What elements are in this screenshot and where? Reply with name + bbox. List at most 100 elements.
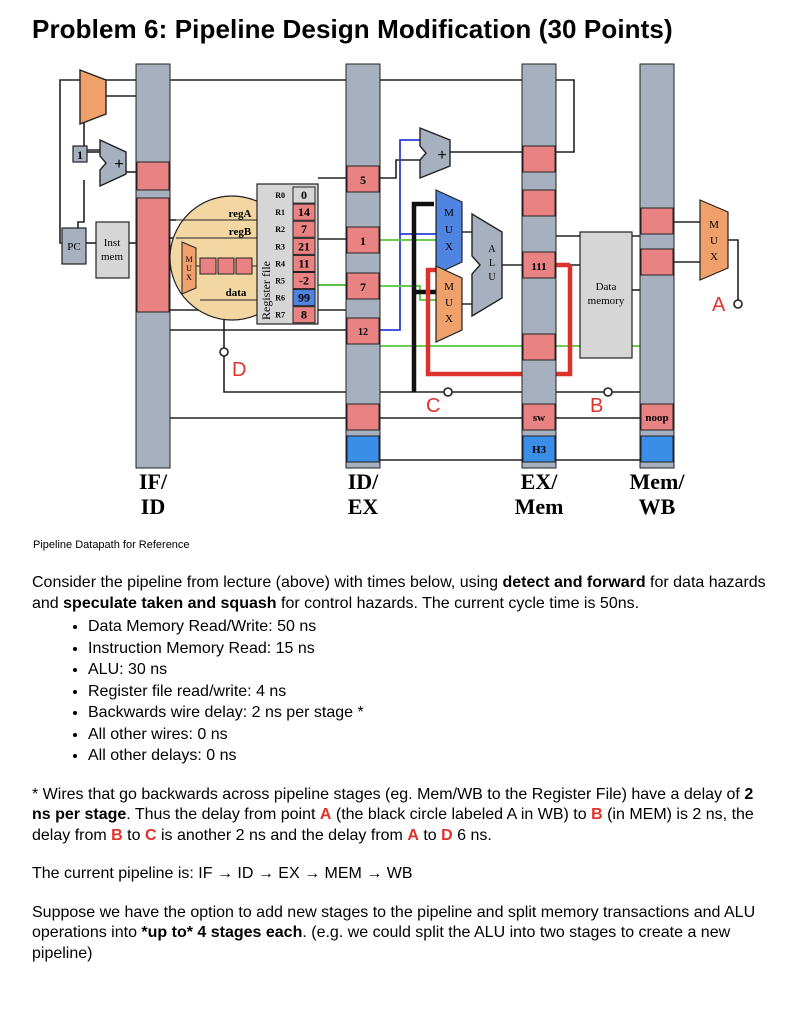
footnote-text: to (122, 826, 145, 844)
register-name: R2 (275, 225, 285, 234)
footnote-point-b: B (591, 806, 603, 823)
svg-text:U: U (710, 235, 718, 247)
const-one-label: 1 (77, 148, 83, 162)
ex-mem-label-2: Mem (515, 494, 564, 519)
footnote-point-b: B (111, 826, 123, 844)
footnote-text: (in MEM) is 2 ns, the delay from (32, 806, 754, 844)
id-ex-value-3: 12 (358, 327, 368, 338)
timing-list: Data Memory Read/Write: 50 ns Instructio… (32, 616, 772, 767)
footnote-text: . Thus the delay from point (126, 806, 320, 823)
ex-mem-op-cell (522, 403, 556, 431)
footnote-point-a: A (407, 826, 419, 844)
regfile-mux-label: M (185, 255, 192, 264)
regfile-write-cell-3 (235, 257, 253, 275)
footnote-point-d: D (441, 826, 453, 844)
timing-item: Data Memory Read/Write: 50 ns (88, 616, 772, 638)
ex-mem-label-1: EX/ (521, 469, 559, 494)
svg-text:A: A (488, 244, 496, 255)
timing-item: Backwards wire delay: 2 ns per stage * (88, 702, 772, 724)
register-cell (292, 306, 316, 324)
regfile-write-cell-1 (199, 257, 217, 275)
closing-text: Suppose we have the option to add new st… (32, 903, 756, 942)
pipeline-datapath-diagram: 1 + PC Inst mem M U X regA regB data Reg… (59, 63, 743, 519)
timing-item: All other wires: 0 ns (88, 724, 772, 746)
point-d-label: D (232, 359, 246, 381)
if-id-cell-pc (136, 161, 170, 191)
intro-text-3: for control hazards. The current cycle t… (276, 594, 640, 612)
register-value: 99 (298, 291, 310, 305)
svg-text:L: L (489, 258, 495, 269)
intro-bold-2: speculate taken and squash (63, 594, 277, 612)
mem-wb-op-cell (640, 403, 674, 431)
intro-text-2: for data hazards and (32, 574, 766, 612)
register-name: R6 (275, 294, 285, 303)
register-cell (292, 220, 316, 238)
page-title: Problem 6: Pipeline Design Modification … (32, 14, 673, 44)
svg-text:U: U (488, 272, 496, 283)
register-value: 0 (301, 188, 307, 202)
branch-adder (419, 126, 451, 180)
footnote-text: * Wires that go backwards across pipelin… (32, 785, 745, 803)
timing-item: Instruction Memory Read: 15 ns (88, 638, 772, 660)
register-cell (292, 272, 316, 290)
data-port: data (226, 287, 247, 299)
register-cell (292, 237, 316, 255)
footnote-text: to (418, 826, 442, 844)
mem-wb-tag-cell (640, 435, 674, 463)
point-d-marker (219, 347, 229, 357)
id-ex-cell-2 (346, 272, 380, 300)
register-name: R3 (275, 242, 285, 251)
ex-mem-cell-1 (522, 189, 556, 217)
mem-wb-cell-0 (640, 207, 674, 235)
id-ex-label-2: EX (348, 494, 379, 519)
svg-text:X: X (445, 241, 453, 253)
footnote-bold: 2 ns per stage (32, 785, 754, 824)
ex-mem-cell-3 (522, 333, 556, 361)
register-value: 8 (301, 308, 307, 322)
closing-bold: *up to* 4 stages each (141, 924, 303, 941)
reg-b-port: regB (229, 226, 252, 238)
register-cell (292, 203, 316, 221)
svg-text:M: M (444, 207, 454, 219)
ex-mem-value: 111 (531, 261, 546, 273)
data-memory-label-1: Data (596, 281, 617, 293)
id-ex-cell-4 (346, 403, 380, 431)
const-one-box (72, 145, 88, 163)
wb-mux (699, 199, 729, 281)
mem-wb-label-1: Mem/ (630, 469, 686, 494)
register-name: R4 (275, 259, 285, 268)
point-b-marker (603, 387, 613, 397)
figure-caption: Pipeline Datapath for Reference (33, 539, 190, 551)
point-b-label: B (590, 395, 603, 417)
intro-text-1: Consider the pipeline from lecture (abov… (32, 574, 503, 591)
svg-text:U: U (445, 224, 453, 236)
footnote-text: 6 ns. (452, 826, 492, 844)
blue-wire (380, 139, 424, 331)
ex-mem-tag-cell (522, 435, 556, 463)
if-id-label-2: ID (141, 494, 165, 519)
closing-text: . (e.g. we could split the ALU into two … (32, 924, 731, 962)
ex-mem-op: sw (533, 412, 545, 424)
register-file-label: Register file (259, 261, 273, 320)
red-forward-wire (425, 265, 573, 377)
id-ex-cell-3 (346, 317, 380, 345)
svg-text:X: X (445, 313, 453, 325)
pc-block (61, 227, 87, 265)
black-bold-wire (411, 201, 434, 392)
if-id-label-1: IF/ (139, 469, 168, 494)
id-ex-label-1: ID/ (348, 469, 379, 494)
id-ex-value-2: 7 (360, 280, 366, 294)
alu-block (471, 212, 503, 318)
timing-item: ALU: 30 ns (88, 659, 772, 681)
point-c-label: C (426, 395, 440, 417)
register-value: 14 (298, 205, 310, 219)
id-ex-value-1: 1 (360, 234, 366, 248)
svg-text:X: X (186, 273, 192, 282)
data-memory-label-2: memory (588, 295, 625, 307)
id-ex-tag-cell (346, 435, 380, 463)
pc-adder-plus: + (114, 156, 123, 173)
id-ex-value-0: 5 (360, 173, 366, 187)
register-cell (292, 186, 316, 204)
mem-wb-cell-1 (640, 248, 674, 276)
